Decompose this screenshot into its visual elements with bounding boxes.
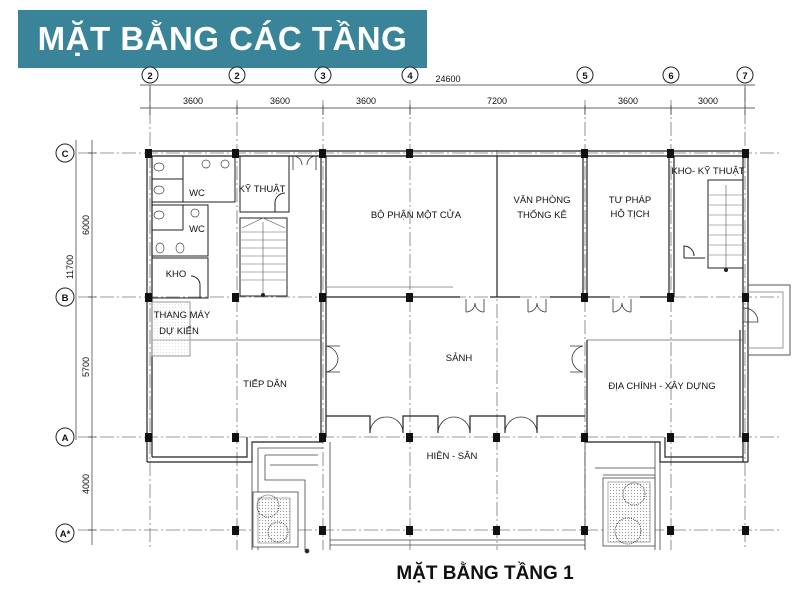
room-label-sanh: SẢNH — [446, 352, 473, 364]
grid-bubble-col: 2 — [234, 71, 239, 82]
grid-bubble-row: A* — [60, 529, 71, 540]
grid-bubble-col: 7 — [742, 71, 747, 82]
dim-h-3: 3600 — [356, 96, 376, 106]
grid-bubble-col: 4 — [407, 71, 413, 82]
column-bubbles — [141, 66, 754, 84]
grid-bubble-col: 6 — [668, 71, 673, 82]
room-label-ho-tich: HỘ TỊCH — [611, 209, 650, 220]
dimension-lines — [75, 84, 755, 545]
grid-bubble-row: A — [62, 433, 69, 444]
room-label-ky-thuat: KỸ THUẬT — [239, 184, 286, 195]
structural-columns — [145, 149, 749, 535]
grid-bubble-row: B — [62, 293, 69, 304]
grid-bubble-col: 3 — [320, 71, 325, 82]
grid-bubble-col: 5 — [582, 71, 588, 82]
toilet-fixtures — [153, 159, 230, 254]
dim-h-6: 3000 — [698, 96, 718, 106]
room-label-bo-phan-mot-cua: BỘ PHẬN MỘT CỬA — [371, 209, 462, 221]
title-banner: MẶT BẰNG CÁC TẦNG — [18, 10, 427, 68]
dim-h-1: 3600 — [183, 96, 203, 106]
room-label-dia-chinh: ĐỊA CHÍNH - XÂY DỰNG — [608, 381, 715, 392]
room-label-kho-ky-thuat: KHO- KỸ THUẬT — [671, 166, 744, 177]
plan-caption: MẶT BẰNG TẦNG 1 — [396, 563, 574, 584]
dim-h-4: 7200 — [487, 96, 507, 106]
right-stair — [683, 179, 791, 356]
door-swings — [292, 155, 759, 434]
room-label-kho: KHO — [166, 269, 187, 280]
grid-bubble-row: C — [62, 149, 69, 160]
dim-h-5: 3600 — [618, 96, 638, 106]
room-label-thong-ke: THỐNG KÊ — [517, 209, 567, 221]
room-label-van-phong: VĂN PHÒNG — [513, 195, 570, 206]
dim-h-2: 3600 — [270, 96, 290, 106]
dim-v-2: 5700 — [81, 357, 91, 377]
banner-title: MẶT BẰNG CÁC TẦNG — [37, 20, 408, 57]
service-core — [151, 155, 290, 357]
dim-overall-horizontal: 24600 — [435, 74, 460, 84]
dim-v-3: 4000 — [81, 474, 91, 494]
room-label-thang-may: THANG MÁY — [154, 310, 211, 321]
room-label-du-kien: DỰ KIẾN — [159, 326, 199, 337]
room-label-wc: WC — [189, 188, 205, 199]
dim-v-1: 6000 — [81, 215, 91, 235]
room-label-tiep-dan: TIẾP DÂN — [243, 379, 287, 390]
dim-overall-vertical: 11700 — [65, 255, 75, 279]
porch-planters — [251, 442, 661, 554]
grid-bubble-col: 2 — [147, 71, 152, 82]
room-label-wc: WC — [189, 224, 205, 235]
room-label-hien-san: HIÊN - SÂN — [427, 451, 478, 462]
room-label-tu-phap: TƯ PHÁP — [609, 195, 651, 206]
row-bubbles — [55, 143, 75, 543]
